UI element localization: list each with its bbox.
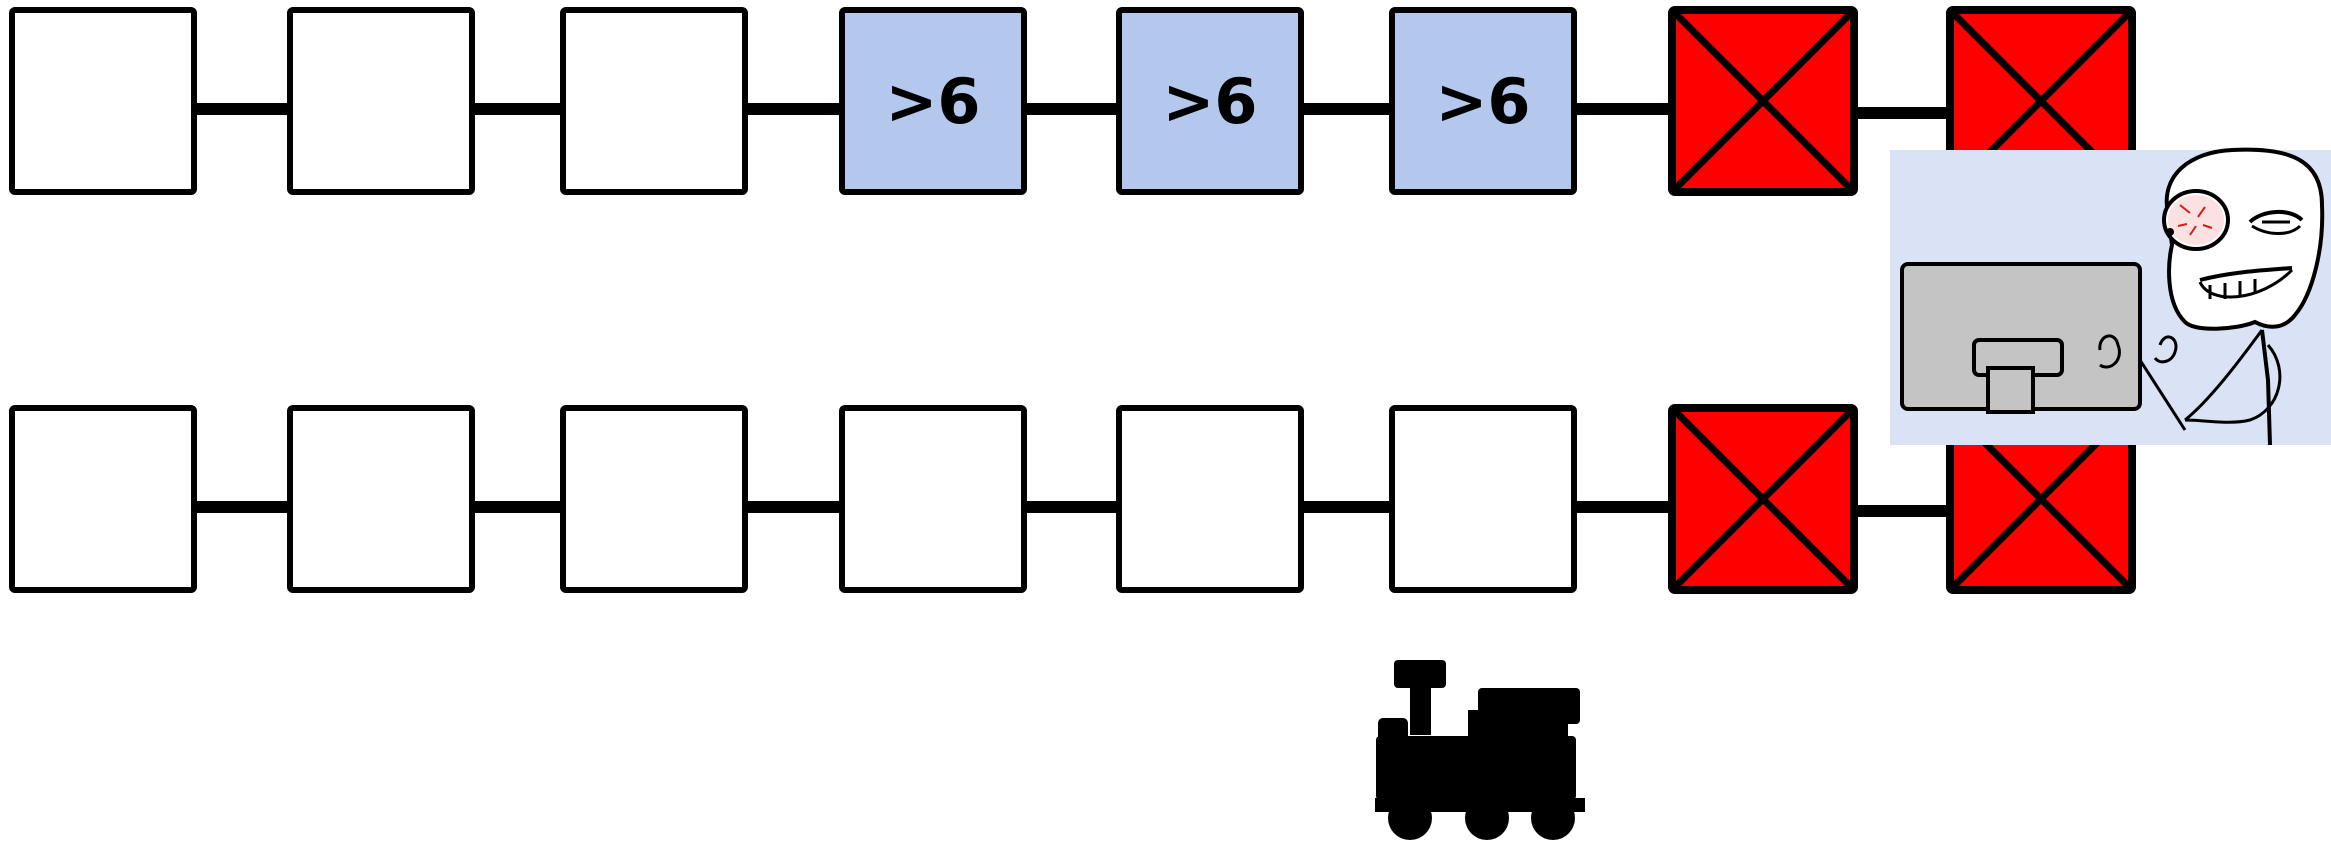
track-box-blocked	[1946, 6, 2136, 196]
box-frame	[839, 405, 1027, 593]
box-row	[9, 404, 2136, 594]
track-box-empty	[9, 7, 197, 195]
track-box-empty	[287, 405, 475, 593]
track-box-highlight: >6	[1389, 7, 1577, 195]
box-frame	[1116, 7, 1304, 195]
track-box-highlight: >6	[839, 7, 1027, 195]
track-box-empty	[560, 7, 748, 195]
box-frame	[1389, 405, 1577, 593]
box-frame	[560, 7, 748, 195]
box-label: >6	[1435, 65, 1530, 138]
box-frame	[560, 405, 748, 593]
blocked-cross-line	[1673, 11, 1853, 191]
box-label: >6	[1162, 65, 1257, 138]
track-box-empty	[9, 405, 197, 593]
box-label: >6	[885, 65, 980, 138]
box-rows: >6 >6 >6	[9, 6, 2136, 594]
box-frame	[1116, 405, 1304, 593]
blocked-cross-line	[1673, 409, 1853, 589]
box-frame	[839, 7, 1027, 195]
box-frame	[287, 405, 475, 593]
track-box-empty	[1116, 405, 1304, 593]
box-row: >6 >6 >6	[9, 6, 2136, 196]
stickman-at-computer-icon	[1890, 147, 2331, 446]
locomotive-icon	[1375, 660, 1585, 840]
track-box-empty	[560, 405, 748, 593]
box-frame	[287, 7, 475, 195]
track-box-blocked	[1668, 404, 1858, 594]
track-box-empty	[287, 7, 475, 195]
track-box-highlight: >6	[1116, 7, 1304, 195]
track-box-empty	[1389, 405, 1577, 593]
track-box-blocked	[1668, 6, 1858, 196]
box-frame	[9, 405, 197, 593]
box-frame	[9, 7, 197, 195]
box-frame	[1389, 7, 1577, 195]
track-box-empty	[839, 405, 1027, 593]
